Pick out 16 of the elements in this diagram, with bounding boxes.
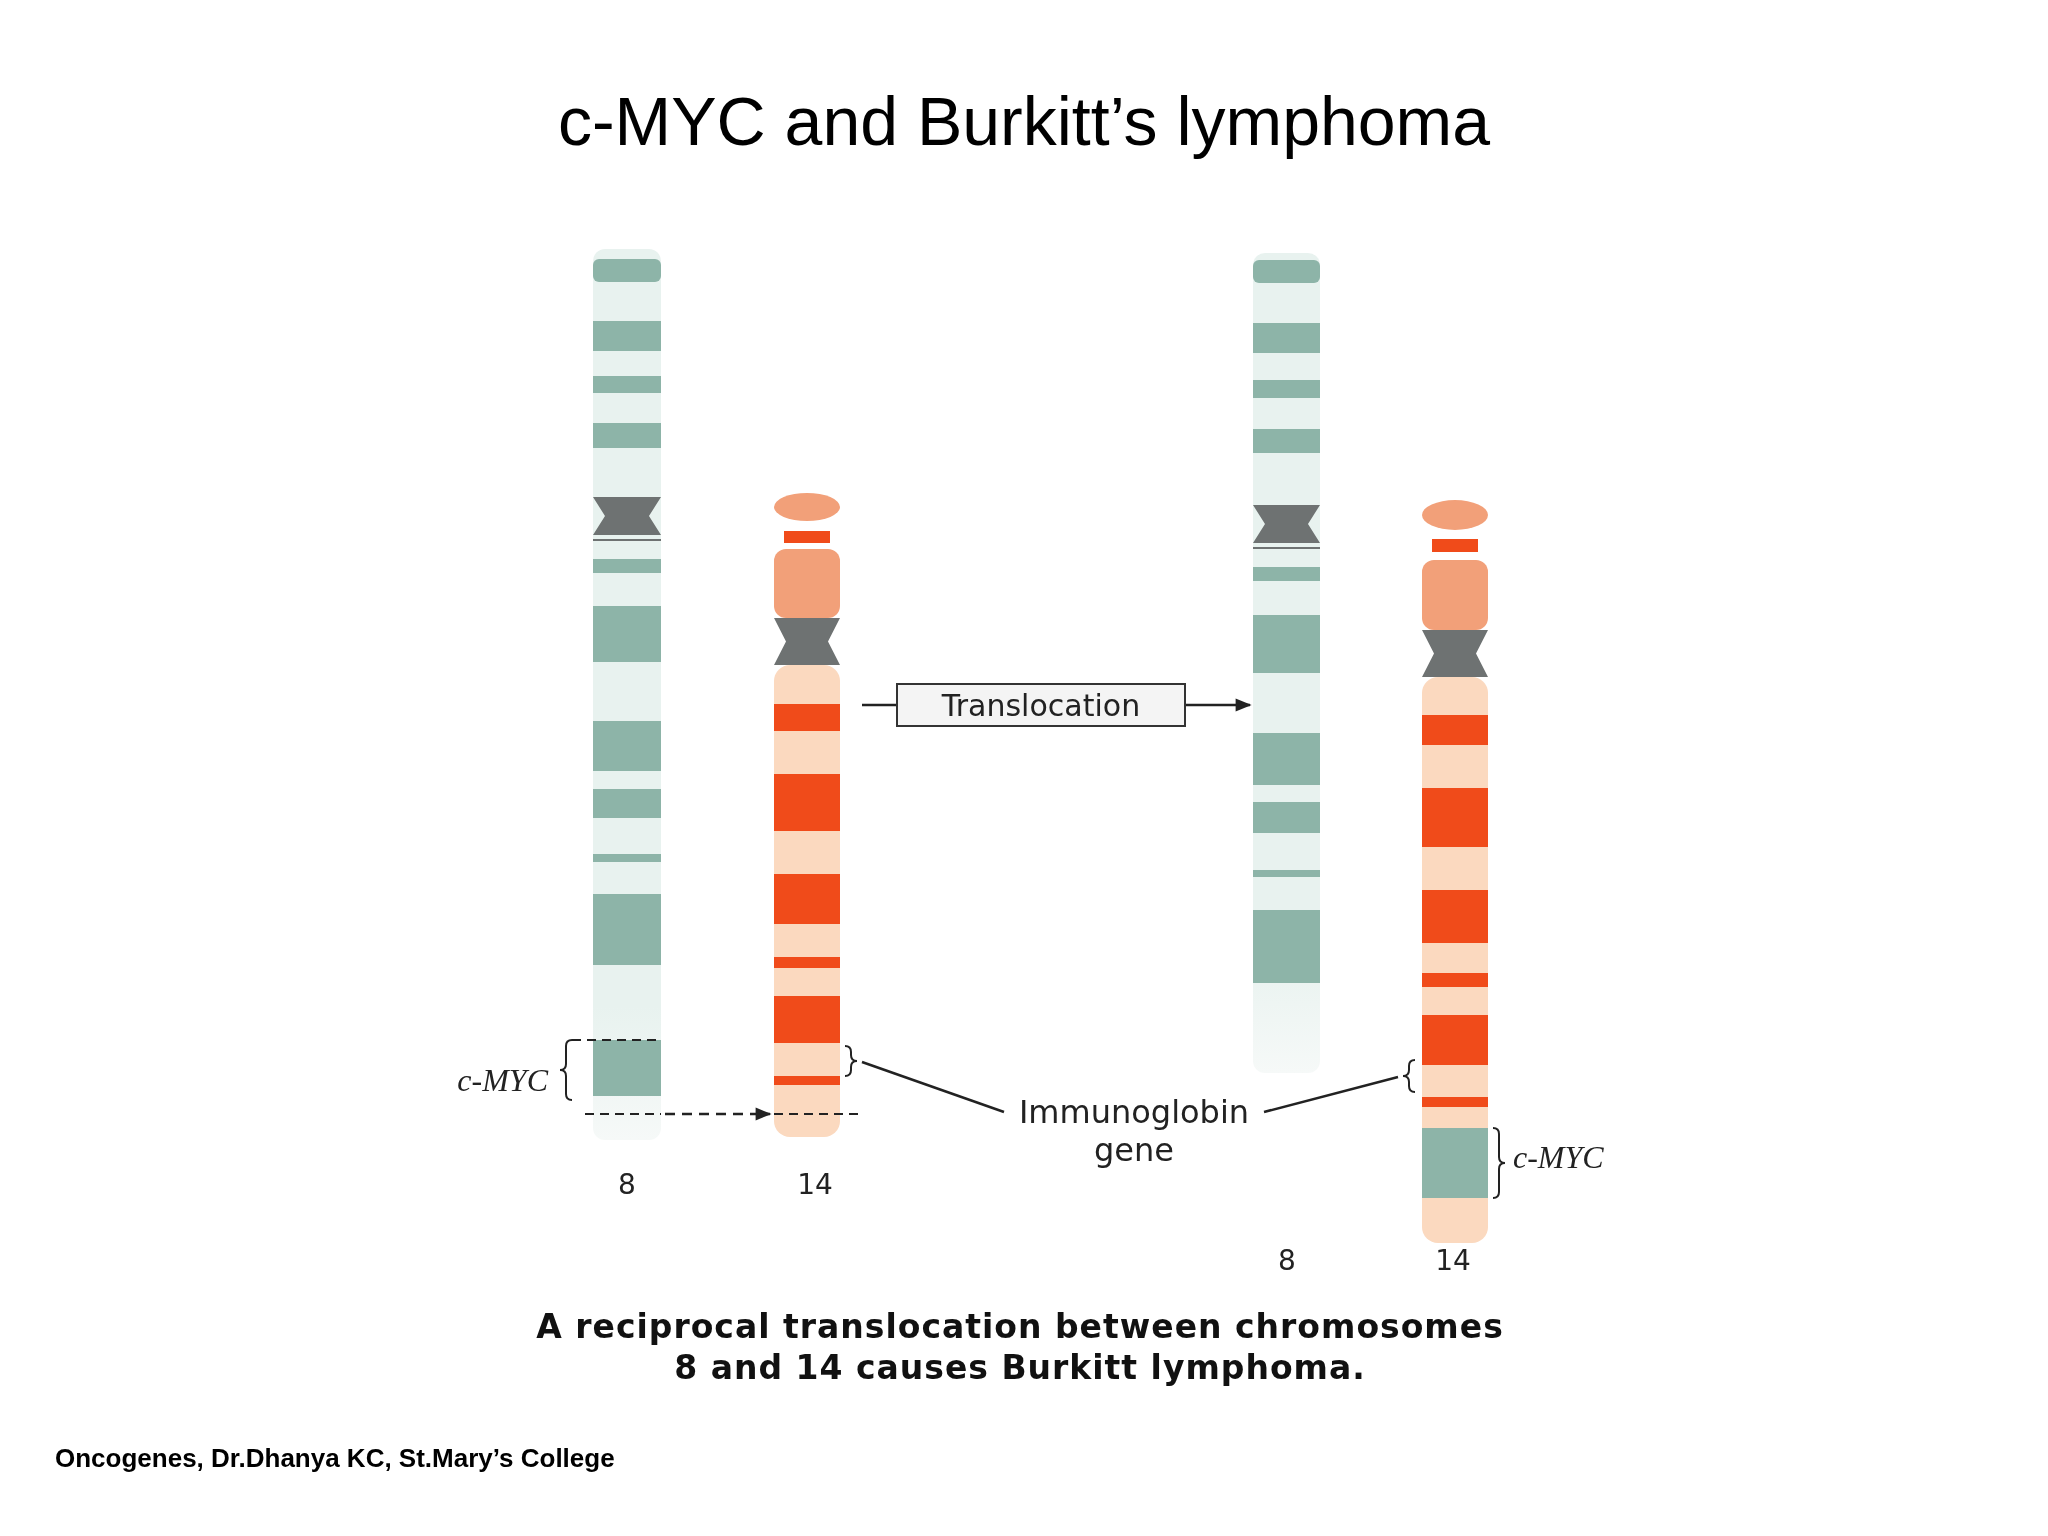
slide-title: c-MYC and Burkitt’s lymphoma [556,82,1492,160]
gene-name: c-MYC [1513,1139,1604,1176]
chromosome-number: 14 [1434,1244,1472,1277]
process-box: Translocation [896,683,1186,727]
leader-line [862,703,896,707]
arrow [665,1107,772,1121]
chromosome-number: 8 [1277,1244,1297,1277]
footer-text: Oncogenes, Dr.Dhanya KC, St.Mary’s College [55,1443,615,1474]
chromosome-number: 8 [617,1168,637,1201]
figure-caption: A reciprocal translocation between chromosomes 8 and 14 causes Burkitt lymphoma. [535,1306,1505,1389]
chromosome-number: 14 [796,1168,834,1201]
arrow [1186,698,1252,712]
gene-label: Immunoglobin gene [1004,1093,1264,1170]
gene-name: c-MYC [456,1062,548,1099]
leader-line [861,1060,1005,1114]
leader-line [1263,1075,1399,1114]
